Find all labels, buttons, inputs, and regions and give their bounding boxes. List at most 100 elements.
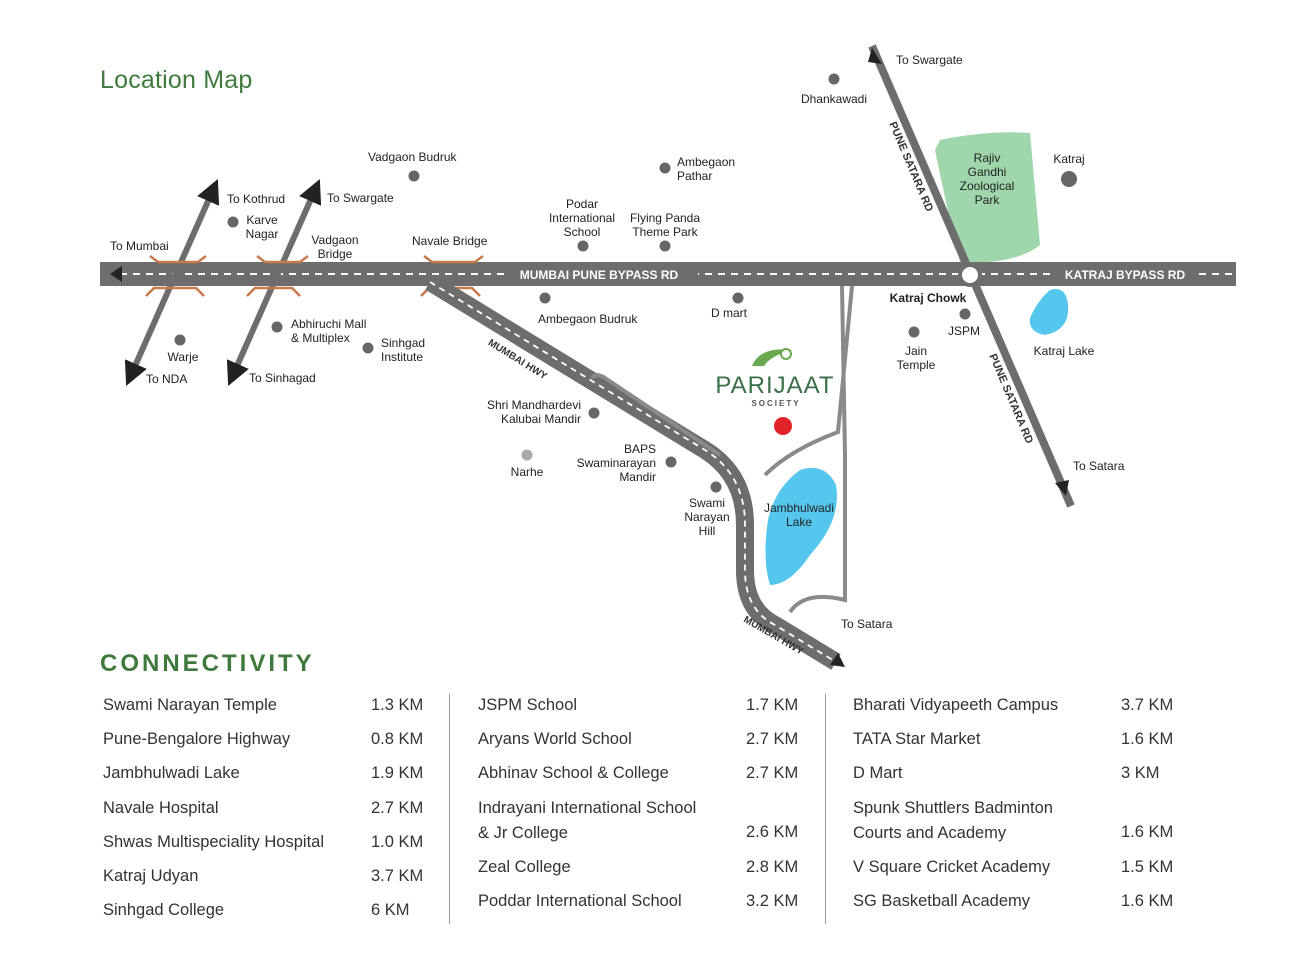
road-to-swargate-left	[226, 179, 322, 386]
distance: 2.6 KM	[746, 823, 799, 842]
place-name: Katraj Udyan	[103, 867, 199, 885]
jambhulwadi-lake	[765, 467, 837, 585]
distance: 3.2 KM	[746, 891, 799, 910]
label-to-mumbai: To Mumbai	[110, 239, 169, 253]
label-narhe: Narhe	[511, 465, 544, 479]
distance: 2.8 KM	[746, 857, 799, 876]
distance: 1.6 KM	[1121, 823, 1174, 842]
road-label-katraj-bypass: KATRAJ BYPASS RD	[1065, 268, 1186, 282]
road-to-kothrud	[124, 179, 220, 386]
label-to-satara-right: To Satara	[1073, 459, 1125, 473]
place-name: Jambhulwadi Lake	[103, 764, 240, 783]
connectivity-row: Abhinav School & College 2.7 KM	[478, 764, 798, 783]
connectivity-row: V Square Cricket Academy 1.5 KM	[853, 857, 1173, 877]
west-end-arrow-icon	[110, 266, 122, 282]
place-name: Shwas Multispeciality Hospital	[103, 832, 325, 851]
distance: 1.3 KM	[371, 696, 424, 714]
distance: 1.0 KM	[371, 832, 424, 851]
place-name: Spunk Shuttlers Badminton	[853, 798, 1053, 817]
connectivity-row: Sinhgad College 6 KM	[103, 901, 410, 920]
location-map: MUMBAI PUNE BYPASS RD KATRAJ BYPASS RD M…	[100, 44, 1236, 670]
place-name: V Square Cricket Academy	[853, 857, 1051, 876]
distance: 6 KM	[371, 901, 410, 920]
zoological-park	[935, 132, 1040, 263]
label-jspm: JSPM	[948, 324, 980, 338]
connector-road-east	[788, 285, 847, 614]
place-name: Navale Hospital	[103, 798, 219, 817]
svg-text:PARIJAAT: PARIJAAT	[715, 372, 834, 399]
satara-south-arrow-icon	[1055, 480, 1069, 496]
place-name: Aryans World School	[478, 730, 632, 749]
place-name: Pune-Bengalore Highway	[103, 730, 291, 749]
column-divider	[825, 694, 826, 924]
place-name-line2: Courts and Academy	[853, 823, 1007, 842]
distance: 1.7 KM	[746, 696, 799, 714]
distance: 1.5 KM	[1121, 857, 1174, 876]
leaf-icon	[752, 349, 792, 366]
distance: 1.9 KM	[371, 764, 424, 783]
label-to-swargate-left: To Swargate	[327, 191, 394, 205]
connectivity-row: JSPM School 1.7 KM	[478, 696, 798, 715]
column-divider	[449, 694, 450, 924]
distance: 3.7 KM	[1121, 696, 1174, 714]
connectivity-row: Indrayani International School & Jr Coll…	[478, 798, 798, 843]
place-name: Abhinav School & College	[478, 764, 669, 783]
label-abhiruchi-mall: Abhiruchi Mall& Multiplex	[291, 317, 366, 345]
distance: 1.6 KM	[1121, 730, 1174, 749]
place-name: Indrayani International School	[478, 798, 697, 817]
connectivity-row: Poddar International School 3.2 KM	[478, 891, 798, 911]
place-name: JSPM School	[478, 696, 578, 714]
label-to-swargate-right: To Swargate	[896, 53, 963, 67]
label-to-kothrud: To Kothrud	[227, 192, 285, 206]
label-navale-bridge: Navale Bridge	[412, 234, 488, 248]
place-name: TATA Star Market	[853, 730, 981, 749]
highway-arrow-icon	[830, 653, 845, 667]
label-to-sinhagad: To Sinhagad	[249, 371, 316, 385]
label-ambegaon-budruk: Ambegaon Budruk	[538, 312, 638, 326]
place-name: SG Basketball Academy	[853, 891, 1031, 910]
connectivity-row: Jambhulwadi Lake 1.9 KM	[103, 764, 423, 783]
connectivity-row: Pune-Bengalore Highway 0.8 KM	[103, 730, 423, 749]
place-name: Sinhgad College	[103, 901, 225, 920]
parijaat-location-marker	[774, 417, 792, 435]
label-to-nda: To NDA	[146, 372, 187, 386]
connectivity-row: Swami Narayan Temple 1.3 KM	[103, 696, 423, 715]
service-road-loop	[590, 373, 722, 457]
distance: 2.7 KM	[746, 764, 799, 783]
connectivity-title: CONNECTIVITY	[100, 650, 315, 677]
connectivity-row: Katraj Udyan 3.7 KM	[103, 867, 423, 886]
parijaat-logo: PARIJAAT SOCIETY	[715, 348, 834, 408]
page-title: Location Map	[100, 66, 253, 94]
label-dhankawadi: Dhankawadi	[801, 92, 867, 106]
connectivity-row: Shwas Multispeciality Hospital 1.0 KM	[103, 832, 423, 852]
distance: 0.8 KM	[371, 730, 424, 749]
distance: 1.6 KM	[1121, 891, 1174, 910]
connector-road-lake	[763, 285, 854, 477]
satara-north-arrow-icon	[868, 48, 882, 64]
place-markers	[174, 73, 1077, 493]
connectivity-row: SG Basketball Academy 1.6 KM	[853, 891, 1173, 911]
place-name: D Mart	[853, 764, 903, 783]
svg-text:SOCIETY: SOCIETY	[751, 399, 800, 408]
place-name: Swami Narayan Temple	[103, 696, 277, 714]
connectivity-row: TATA Star Market 1.6 KM	[853, 730, 1173, 749]
distance: 3.7 KM	[371, 867, 424, 885]
place-name: Poddar International School	[478, 891, 682, 910]
katraj-lake	[1029, 289, 1069, 335]
